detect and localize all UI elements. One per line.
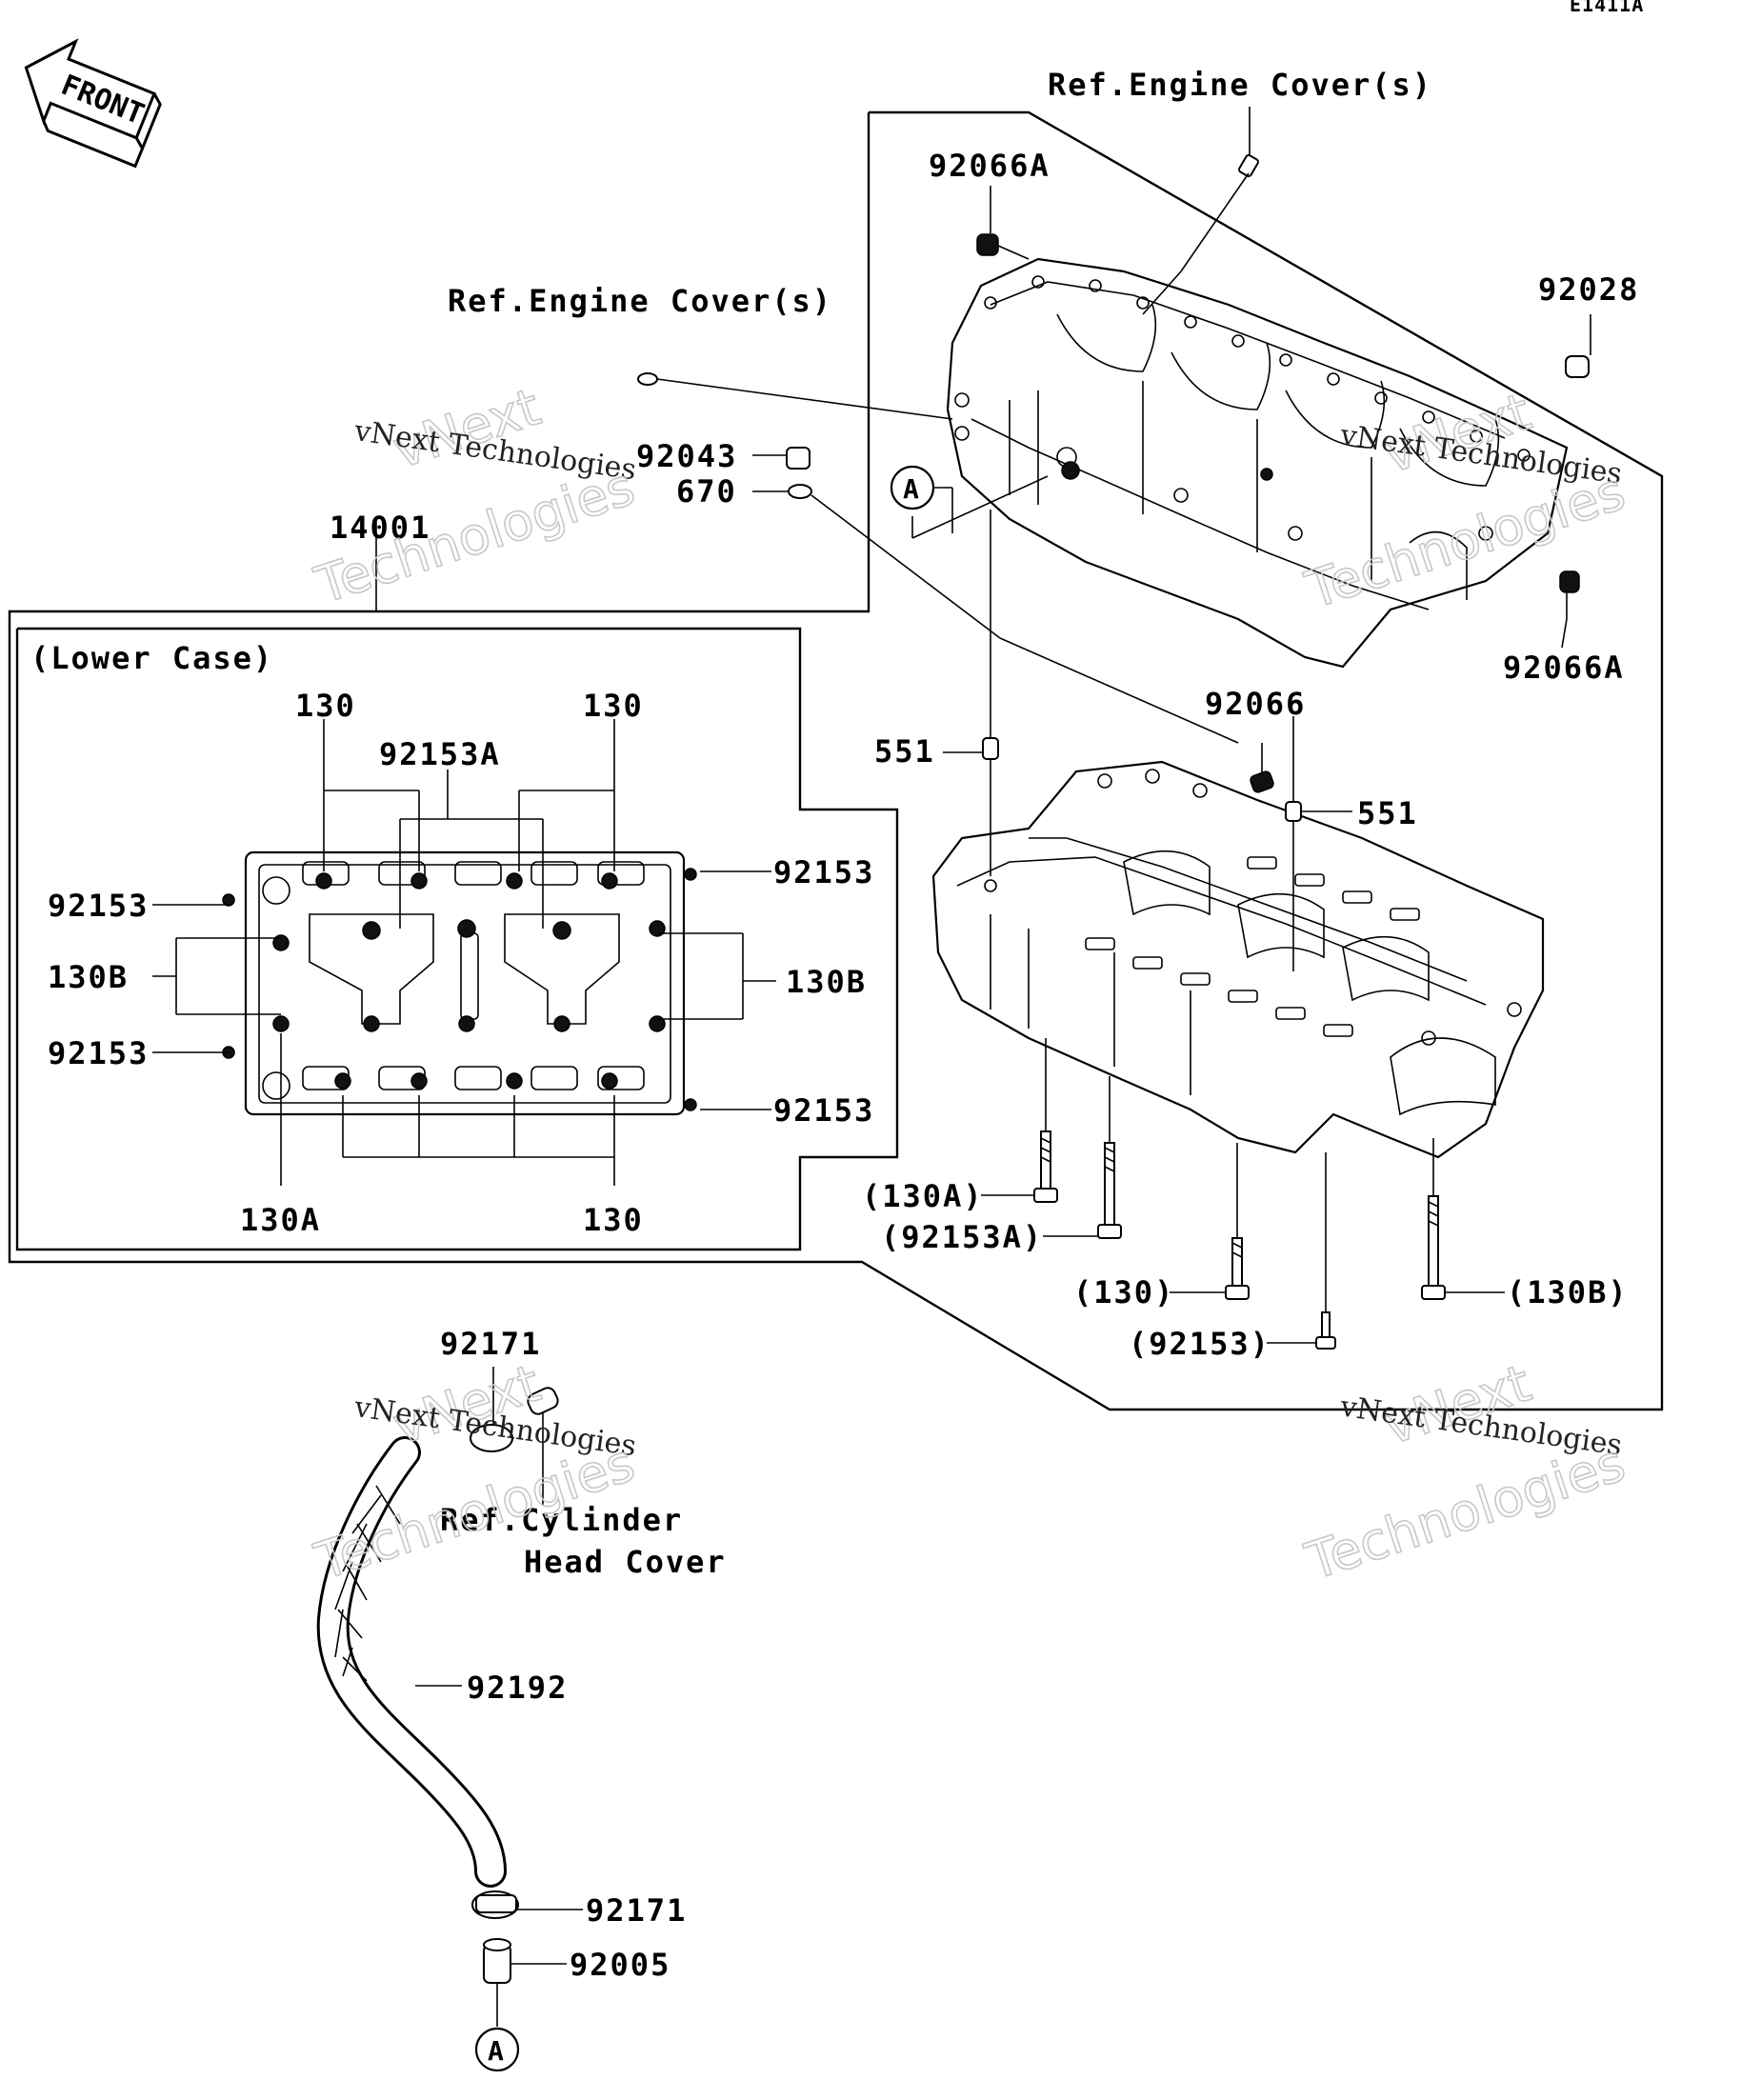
label-lc-130-bottom: 130 (583, 1202, 644, 1238)
label-92192: 92192 (467, 1670, 568, 1706)
label-lc-92153-tl: 92153 (48, 888, 149, 924)
watermark-right-bottom: vNext vNext Technologies Technologies (1297, 1352, 1632, 1593)
lower-case-plan (222, 850, 697, 1116)
label-bolt-130: (130) (1073, 1274, 1174, 1310)
lower-case-title: (Lower Case) (30, 640, 273, 676)
callout-a-top: A (890, 465, 935, 510)
label-lc-92153-ml: 92153 (48, 1035, 149, 1071)
label-bolt-92153: (92153) (1129, 1326, 1271, 1362)
label-lc-92153-tr: 92153 (773, 854, 874, 890)
lower-case-box: (Lower Case) (15, 627, 899, 1251)
label-92028: 92028 (1538, 271, 1639, 308)
label-92171-bottom: 92171 (586, 1892, 687, 1929)
label-lc-130b-l: 130B (48, 959, 129, 995)
svg-text:Technologies: Technologies (1298, 1432, 1631, 1591)
watermark-left-top: vNext vNext Technologies Technologies (307, 376, 642, 617)
label-head-cover: Head Cover (524, 1544, 727, 1580)
label-92066: 92066 (1205, 686, 1306, 722)
label-92066a-right: 92066A (1503, 650, 1625, 686)
label-92066a-top: 92066A (929, 148, 1051, 184)
bolts (1033, 1130, 1446, 1350)
label-92171-top: 92171 (440, 1326, 541, 1362)
callout-a-bottom: A (474, 2027, 520, 2072)
label-lc-92153-br: 92153 (773, 1092, 874, 1129)
label-lc-130b-r: 130B (786, 964, 867, 1000)
upper-crankcase (946, 257, 1569, 669)
label-lc-130a: 130A (240, 1202, 321, 1238)
leader-lines (152, 107, 1591, 2027)
label-ref-engine-cover-mid: Ref.Engine Cover(s) (448, 283, 832, 319)
label-14001: 14001 (330, 510, 430, 546)
part-labels: Ref.Engine Cover(s) 92066A 92028 Ref.Eng… (48, 67, 1639, 1983)
label-92043: 92043 (636, 438, 737, 474)
label-551-right: 551 (1357, 795, 1418, 831)
label-bolt-92153a: (92153A) (881, 1219, 1043, 1255)
assembly-frame (8, 110, 1664, 1411)
label-92005: 92005 (570, 1947, 670, 1983)
diagram-code: E1411A (1570, 0, 1644, 16)
label-670: 670 (676, 473, 737, 510)
label-bolt-130a: (130A) (862, 1178, 984, 1214)
label-551-left: 551 (874, 733, 935, 770)
svg-text:A: A (488, 2035, 506, 2067)
svg-text:A: A (903, 473, 921, 505)
label-bolt-130b: (130B) (1507, 1274, 1629, 1310)
front-arrow-icon: FRONT (24, 38, 162, 169)
lower-crankcase (931, 760, 1545, 1159)
breather-hose (316, 1387, 559, 1984)
label-lc-92153a: 92153A (379, 736, 501, 772)
label-lc-130-left: 130 (295, 688, 356, 724)
label-lc-130-right: 130 (583, 688, 644, 724)
label-ref-engine-cover-top: Ref.Engine Cover(s) (1048, 67, 1432, 103)
small-parts (637, 153, 1590, 822)
label-ref-cylinder: Ref.Cylinder (440, 1502, 683, 1538)
